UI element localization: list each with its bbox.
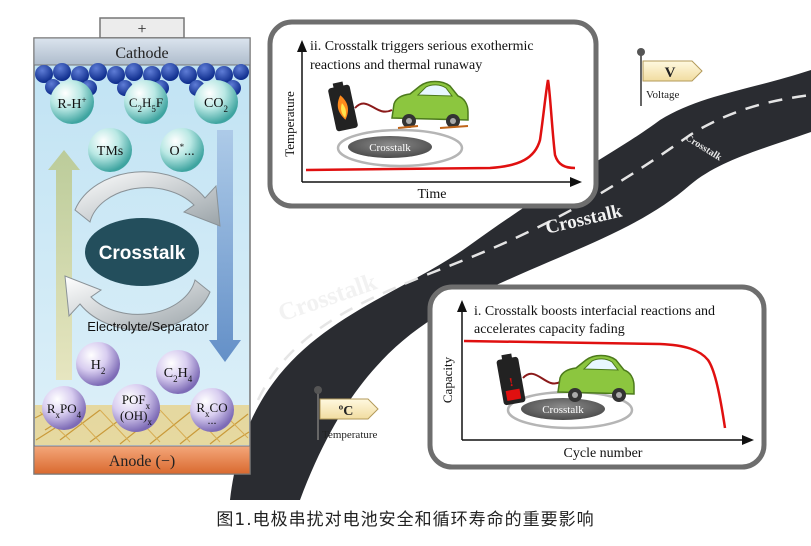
temperature-sign: ºC Temperature xyxy=(314,386,379,441)
panel-bottom-disc-label: Crosstalk xyxy=(542,404,584,416)
species-h2: H2 xyxy=(91,358,106,376)
cycle-arrows-icon xyxy=(64,171,221,331)
species-rxco: RxCO xyxy=(196,400,227,419)
panel-bottom-xlabel: Cycle number xyxy=(564,446,643,461)
panel-top-xlabel: Time xyxy=(417,187,446,202)
voltage-sign: V Voltage xyxy=(637,48,703,106)
cathode-label: Cathode xyxy=(115,45,168,62)
temperature-curve xyxy=(305,79,576,172)
species-rh: R-H+ xyxy=(57,95,86,112)
car-icon-2 xyxy=(557,354,635,402)
core-crosstalk-label: Crosstalk xyxy=(99,243,186,264)
species-rxco-ellipsis: ... xyxy=(208,413,217,427)
temperature-symbol: ºC xyxy=(339,404,354,419)
panel-top-title-1: ii. Crosstalk triggers serious exothermi… xyxy=(310,39,534,54)
figure-caption: 图1.电极串扰对电池安全和循环寿命的重要影响 xyxy=(216,510,595,530)
capacity-curve xyxy=(463,339,727,429)
cathode-particles xyxy=(35,63,249,96)
panel-bottom-title-1: i. Crosstalk boosts interfacial reaction… xyxy=(474,304,715,319)
down-arrow-icon xyxy=(209,130,241,362)
species-c2h5f: C2H5F xyxy=(129,95,163,114)
temperature-caption: Temperature xyxy=(322,429,378,441)
anode-label: Anode (−) xyxy=(109,453,175,470)
species-co2: CO2 xyxy=(204,96,228,114)
species-tms: TMs xyxy=(97,144,123,159)
voltage-symbol: V xyxy=(665,65,676,81)
separator-label: Electrolyte/Separator xyxy=(87,319,209,334)
panel-top-title-2: reactions and thermal runaway xyxy=(310,58,482,73)
voltage-caption: Voltage xyxy=(646,89,680,101)
up-arrow-icon xyxy=(48,150,80,380)
species-c2h4: C2H4 xyxy=(164,366,193,384)
road xyxy=(230,70,811,500)
species-pofx: POFx xyxy=(122,392,151,411)
battery-low-icon: ! xyxy=(496,353,526,406)
panel-capacity-fading: i. Crosstalk boosts interfacial reaction… xyxy=(427,284,767,470)
panel-bottom-title-2: accelerates capacity fading xyxy=(474,322,625,337)
panel-thermal-runaway: ii. Crosstalk triggers serious exothermi… xyxy=(267,19,599,209)
car-icon xyxy=(391,80,469,129)
svg-text:!: ! xyxy=(508,375,514,389)
battery-terminal: + xyxy=(137,21,146,38)
species-rxpo4: RxPO4 xyxy=(47,401,82,420)
species-oxygen: O*... xyxy=(169,142,194,159)
panel-top-ylabel: Temperature xyxy=(282,91,297,157)
panel-bottom-ylabel: Capacity xyxy=(440,356,455,403)
species-ohx: (OH)x xyxy=(120,408,152,427)
battery-fire-icon xyxy=(328,81,358,132)
panel-top-disc-label: Crosstalk xyxy=(369,142,411,154)
battery-cell: + Cathode R- xyxy=(33,17,251,475)
figure-canvas: Crosstalk Crosstalk Crosstalk V Voltage … xyxy=(33,17,811,500)
